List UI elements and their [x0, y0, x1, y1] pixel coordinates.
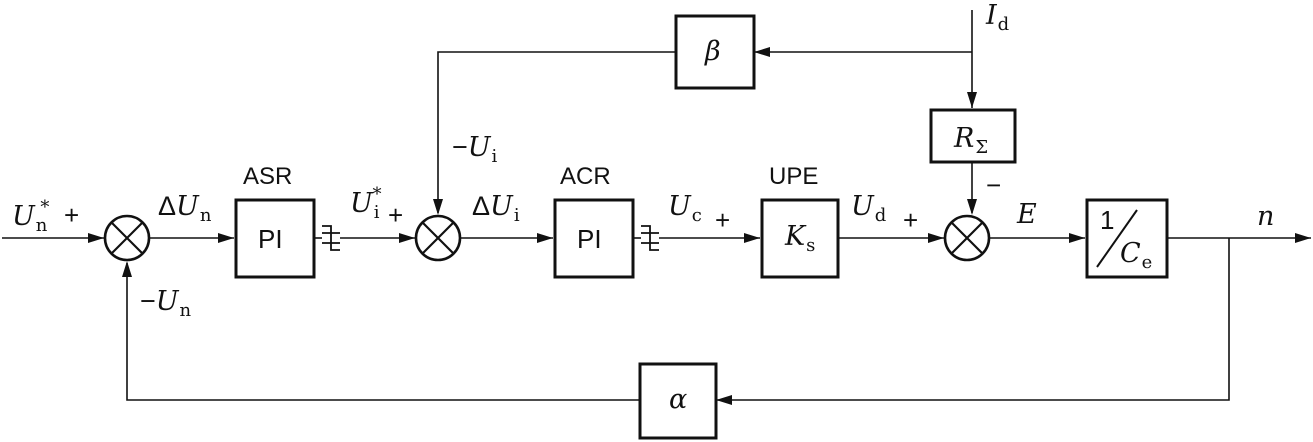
summing-junction-emf — [943, 214, 991, 262]
arrowhead-rsigma-input — [967, 92, 977, 108]
arrowhead-sum3-input — [928, 233, 944, 243]
ce-denominator-sub: e — [1141, 252, 1153, 273]
signal-delta-ui-prefix: Δ — [472, 191, 491, 221]
signal-neg-ui-sub: i — [491, 146, 498, 167]
upe-content-sub: s — [806, 235, 816, 256]
signal-neg-ui-main: U — [467, 132, 491, 163]
arrowhead-sum2-input — [399, 233, 415, 243]
signal-uc-sub: c — [691, 205, 702, 226]
summing-junction-speed — [103, 214, 151, 262]
signal-neg-ui: −Ui — [452, 132, 497, 166]
signal-delta-ui-main: U — [490, 191, 513, 222]
signal-uc: Uc — [668, 191, 702, 225]
arrowhead-ce-input — [1069, 233, 1085, 243]
signal-ud: Ud — [851, 191, 886, 225]
beta-block — [674, 14, 756, 90]
wire-beta-to-sum2 — [437, 51, 676, 213]
sign-sum1-ref: + — [64, 200, 80, 230]
signal-n: n — [1257, 201, 1275, 232]
signal-un-ref: Un* — [12, 199, 49, 235]
signal-delta-un-prefix: Δ — [158, 191, 177, 221]
arrowhead-upe-input — [744, 233, 760, 243]
ce-denominator-main: C — [1120, 238, 1141, 269]
acr-block — [553, 198, 635, 279]
signal-neg-un-prefix: − — [140, 286, 156, 316]
signal-ud-main: U — [851, 191, 874, 222]
r-sigma-main: R — [954, 123, 975, 154]
signal-delta-ui-sub: i — [513, 205, 520, 226]
arrowhead-output — [1295, 233, 1311, 243]
signal-ui-ref-sup: * — [372, 184, 382, 205]
signal-neg-ui-prefix: − — [452, 132, 468, 162]
arrowhead-sum1-input — [88, 233, 104, 243]
signal-uc-main: U — [668, 191, 691, 222]
signal-un-ref-main: U — [12, 201, 35, 232]
r-sigma-block — [929, 108, 1017, 164]
ce-block — [1085, 198, 1169, 279]
signal-ui-ref-main: U — [350, 188, 373, 219]
upe-block — [760, 198, 840, 279]
signal-neg-un-main: U — [155, 286, 179, 317]
signal-neg-un: −Un — [140, 286, 191, 320]
arrowhead-asr-input — [218, 233, 234, 243]
upe-content-main: K — [785, 221, 806, 252]
signal-delta-un: ΔUn — [158, 191, 211, 225]
signal-id: Id — [986, 0, 1009, 34]
arrowhead-sum1-feedback — [122, 261, 132, 277]
signal-delta-un-sub: n — [199, 205, 212, 226]
sign-ud-plus: + — [903, 205, 919, 235]
sign-uc-plus: + — [715, 205, 731, 235]
asr-title: ASR — [243, 163, 293, 190]
beta-content: β — [705, 36, 721, 67]
r-sigma-sub: Σ — [975, 137, 989, 158]
alpha-block — [638, 362, 718, 440]
r-sigma-content: RΣ — [954, 123, 988, 157]
sign-r-sigma-minus: − — [986, 170, 1002, 200]
signal-neg-un-sub: n — [179, 300, 192, 321]
signal-id-main: I — [986, 0, 997, 31]
arrowhead-sum3-load — [967, 199, 977, 215]
signal-id-sub: d — [997, 14, 1010, 35]
ce-numerator: 1 — [1100, 205, 1115, 235]
arrowhead-acr-input — [537, 233, 553, 243]
signal-ud-sub: d — [874, 205, 887, 226]
signal-delta-un-main: U — [176, 191, 199, 222]
acr-content: PI — [577, 224, 602, 254]
signal-ui-ref-sub: i — [373, 202, 380, 223]
signal-e: E — [1017, 199, 1037, 230]
arrowhead-beta-input — [754, 47, 770, 57]
acr-title: ACR — [560, 163, 611, 190]
signal-un-ref-sup: * — [40, 197, 50, 218]
limiter-symbol-2 — [641, 225, 659, 251]
arrowhead-alpha-input — [716, 395, 732, 405]
asr-content: PI — [258, 224, 283, 254]
asr-block — [234, 198, 316, 279]
wire-alpha-to-sum1 — [126, 263, 640, 401]
ce-fraction-slash — [1096, 209, 1138, 268]
alpha-content: α — [669, 384, 688, 415]
upe-title: UPE — [769, 163, 819, 190]
signal-un-ref-sub: n — [35, 215, 48, 236]
arrowhead-sum2-feedback — [433, 199, 443, 215]
signal-ui-ref: Ui* — [350, 186, 382, 222]
summing-junction-current — [414, 214, 462, 262]
sign-sum2-ref: + — [388, 200, 404, 230]
ce-denominator: Ce — [1120, 238, 1152, 272]
wire-speed-feedback — [716, 238, 1230, 401]
limiter-symbol-1 — [322, 225, 340, 251]
signal-delta-ui: ΔUi — [472, 191, 520, 225]
upe-content: Ks — [785, 221, 815, 255]
